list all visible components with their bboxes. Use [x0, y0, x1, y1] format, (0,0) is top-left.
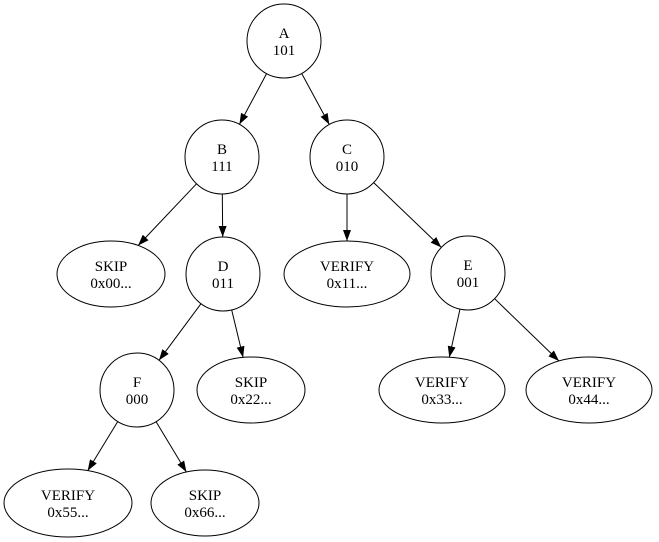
node-verify-55-ellipse [3, 468, 133, 538]
node-verify-33-ellipse [378, 356, 506, 424]
edge-d-to-f [158, 303, 202, 361]
node-a-circle [246, 3, 322, 79]
node-skip-00-label-line1: SKIP [95, 259, 128, 275]
node-skip-00-ellipse [56, 240, 166, 308]
node-skip-00-label-line2: 0x00... [90, 276, 131, 292]
node-e-label-line2: 001 [457, 275, 480, 291]
node-verify-44: VERIFY0x44... [525, 356, 653, 424]
node-verify-11-label-line2: 0x11... [327, 276, 368, 292]
node-verify-33: VERIFY0x33... [378, 356, 506, 424]
node-verify-55-label-line2: 0x55... [47, 505, 88, 521]
node-skip-66-label-line2: 0x66... [184, 505, 225, 521]
edge-e-to-verify-44 [494, 298, 560, 362]
node-b-label-line2: 111 [211, 159, 232, 175]
node-c-label-line2: 010 [336, 159, 359, 175]
node-verify-11-label-line1: VERIFY [320, 259, 374, 275]
node-skip-22-ellipse [196, 356, 306, 424]
node-skip-00: SKIP0x00... [56, 240, 166, 308]
node-d-label-line1: D [218, 259, 229, 275]
edge-a-to-c [301, 73, 330, 125]
node-skip-22-label-line2: 0x22... [230, 392, 271, 408]
edge-d-to-skip-22 [231, 309, 245, 358]
node-verify-44-label-line2: 0x44... [568, 392, 609, 408]
node-f-circle [99, 352, 175, 428]
node-verify-55-label-line1: VERIFY [41, 488, 95, 504]
node-skip-22: SKIP0x22... [196, 356, 306, 424]
node-a-label-line2: 101 [273, 43, 296, 59]
node-verify-11-ellipse [283, 240, 411, 308]
node-c-circle [309, 119, 385, 195]
edge-b-to-skip-00 [137, 183, 197, 246]
node-verify-44-ellipse [525, 356, 653, 424]
node-f-label-line2: 000 [126, 392, 149, 408]
edge-f-to-skip-66 [155, 421, 187, 473]
node-verify-11: VERIFY0x11... [283, 240, 411, 308]
node-e-circle [430, 235, 506, 311]
node-d-circle [185, 236, 261, 312]
node-skip-22-label-line1: SKIP [235, 375, 268, 391]
edge-f-to-verify-55 [87, 421, 119, 471]
edge-c-to-e [373, 182, 442, 248]
node-b-circle [184, 119, 260, 195]
edge-e-to-verify-33 [447, 308, 461, 358]
node-verify-44-label-line1: VERIFY [562, 375, 616, 391]
edge-a-to-b [238, 73, 268, 125]
node-c-label-line1: C [342, 142, 352, 158]
node-f-label-line1: F [133, 375, 141, 391]
node-skip-66-ellipse [150, 469, 260, 537]
node-b-label-line1: B [217, 142, 227, 158]
node-verify-33-label-line2: 0x33... [421, 392, 462, 408]
node-e-label-line1: E [463, 258, 472, 274]
node-d-label-line2: 011 [212, 276, 234, 292]
node-skip-66-label-line1: SKIP [189, 488, 222, 504]
node-skip-66: SKIP0x66... [150, 469, 260, 537]
node-a-label-line1: A [279, 26, 290, 42]
node-verify-55: VERIFY0x55... [3, 468, 133, 538]
node-verify-33-label-line1: VERIFY [415, 375, 469, 391]
